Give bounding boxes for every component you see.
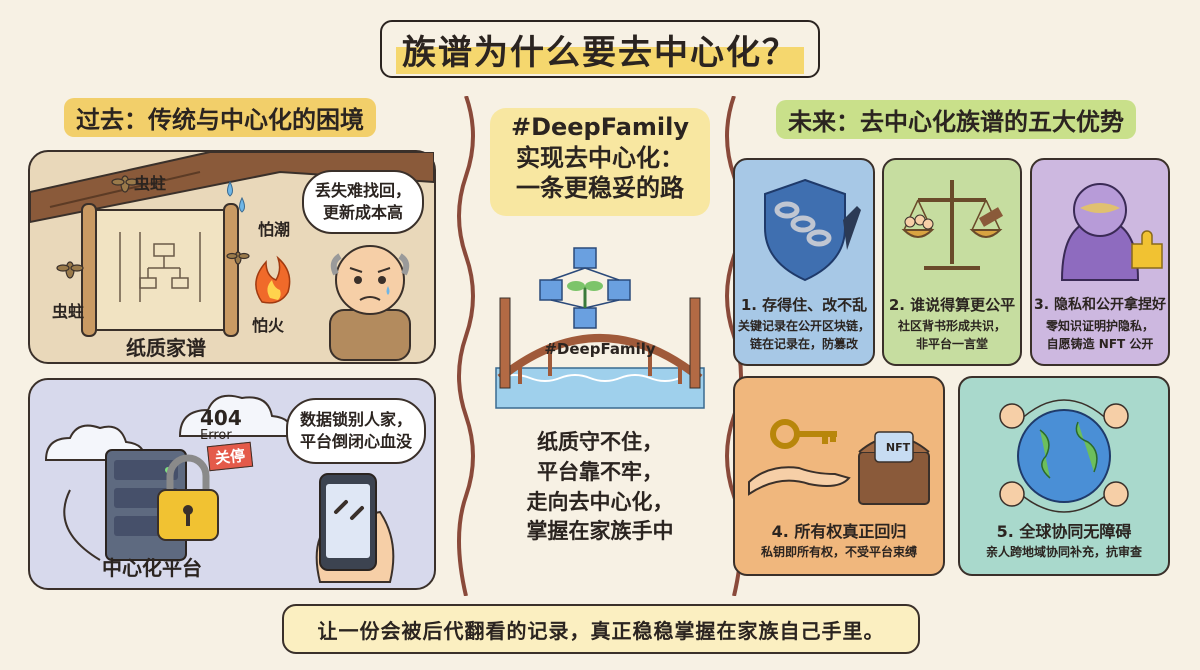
bug-label-top: 虫蛀 <box>134 174 167 193</box>
platform-bubble-line2: 平台倒闭心血没 <box>299 432 412 451</box>
summary-line-3: 走向去中心化， <box>526 489 674 514</box>
centralized-platform-panel: 404 Error 关停 数据锁别人家， 平台倒闭心血没 中心化平台 <box>28 378 436 590</box>
sprout-icon <box>567 281 603 308</box>
globe-icon <box>999 399 1129 513</box>
summary-line-4: 掌握在家族手中 <box>526 519 674 544</box>
nft-chest-label: NFT <box>885 441 911 454</box>
phone-broken-link-icon <box>315 473 395 583</box>
damp-label: 怕潮 <box>258 220 291 239</box>
fire-icon <box>255 255 291 304</box>
centralized-platform-label: 中心化平台 <box>102 556 202 580</box>
platform-bubble-line1: 数据锁别人家， <box>299 410 412 430</box>
advantage-card-4: NFT 4. 所有权真正回归 私钥即所有权，不受平台束缚 <box>733 376 945 576</box>
summary-line-2: 平台靠不牢， <box>537 459 663 484</box>
platform-speech-bubble: 数据锁别人家， 平台倒闭心血没 <box>286 398 426 464</box>
card-1-title: 1. 存得住、改不乱 <box>740 296 868 314</box>
bug-icon <box>56 175 250 279</box>
person-avatar-icon <box>999 403 1129 507</box>
padlock-icon <box>157 454 219 541</box>
advantage-card-2: 2. 谁说得算更公平 社区背书形成共识， 非平台一言堂 <box>882 158 1022 366</box>
fire-label: 怕火 <box>252 316 285 335</box>
key-hand-icon <box>748 419 930 505</box>
center-summary: 纸质守不住， 平台靠不牢， 走向去中心化， 掌握在家族手中 <box>490 428 710 547</box>
advantage-card-1: 1. 存得住、改不乱 关键记录在公开区块链， 链在记录在，防篡改 <box>733 158 875 366</box>
center-title-line1: #DeepFamily <box>510 113 690 141</box>
card-3-desc-1: 零知识证明护隐私， <box>1045 319 1154 333</box>
shutdown-sign: 关停 <box>206 441 254 472</box>
card-3-title: 3. 隐私和公开拿捏好 <box>1034 297 1166 313</box>
scroll-icon <box>81 203 239 337</box>
footer-text: 让一份会被后代翻看的记录，真正稳稳掌握在家族自己手里。 <box>317 618 885 643</box>
platform-scene-illustration <box>44 394 395 583</box>
scales-icon <box>901 180 1004 270</box>
card-2-desc-2: 非平台一言堂 <box>915 337 988 351</box>
page-title: 族谱为什么要去中心化？ <box>396 24 804 74</box>
paper-bubble-line1: 丢失难找回， <box>314 181 411 201</box>
card-2-desc-1: 社区背书形成共识， <box>897 319 1006 333</box>
summary-line-1: 纸质守不住， <box>537 430 663 454</box>
bug-label-left: 虫蛀 <box>52 302 85 321</box>
paper-genealogy-panel: 虫蛀 虫蛀 怕潮 怕火 丢失难找回， 更新成本高 纸质家谱 <box>28 150 436 364</box>
center-title-line3: 一条更稳妥的路 <box>516 174 684 203</box>
bridge-label: #DeepFamily <box>544 340 656 358</box>
treasure-chest-icon <box>858 431 930 505</box>
error-code: 404 <box>200 406 242 430</box>
paper-speech-bubble: 丢失难找回， 更新成本高 <box>302 170 424 234</box>
error-text: Error <box>200 428 232 443</box>
blockchain-bridge-illustration <box>495 247 705 409</box>
card-4-title: 4. 所有权真正回归 <box>771 522 907 541</box>
footer-banner: 让一份会被后代翻看的记录，真正稳稳掌握在家族自己手里。 <box>282 604 920 654</box>
card-4-desc-1: 私钥即所有权，不受平台束缚 <box>760 545 917 559</box>
card-1-desc-2: 链在记录在，防篡改 <box>749 337 858 351</box>
past-heading: 过去：传统与中心化的困境 <box>64 98 376 137</box>
card-1-desc-1: 关键记录在公开区块链， <box>737 319 870 333</box>
page-title-frame: 族谱为什么要去中心化？ <box>380 20 820 78</box>
future-heading: 未来：去中心化族谱的五大优势 <box>776 100 1136 139</box>
card-2-title: 2. 谁说得算更公平 <box>888 296 1016 314</box>
masked-person-icon <box>1060 183 1163 281</box>
paper-bubble-line2: 更新成本高 <box>322 203 403 222</box>
center-title-line2: 实现去中心化： <box>516 143 684 172</box>
advantage-card-3: 3. 隐私和公开拿捏好 零知识证明护隐私， 自愿铸造 NFT 公开 <box>1030 158 1170 366</box>
advantage-card-5: 5. 全球协同无障碍 亲人跨地域协同补充，抗审查 <box>958 376 1170 576</box>
elder-worried-icon <box>329 245 411 361</box>
center-title-box: #DeepFamily 实现去中心化： 一条更稳妥的路 <box>490 108 710 216</box>
shield-chain-icon <box>764 178 861 282</box>
bridge-icon <box>497 297 703 389</box>
blockchain-cubes-icon <box>539 247 631 329</box>
card-3-desc-2: 自愿铸造 NFT 公开 <box>1046 337 1154 351</box>
card-5-title: 5. 全球协同无障碍 <box>996 522 1132 541</box>
card-5-desc-1: 亲人跨地域协同补充，抗审查 <box>985 545 1142 559</box>
paper-genealogy-label: 纸质家谱 <box>126 336 206 360</box>
paper-scene-illustration <box>30 152 434 361</box>
